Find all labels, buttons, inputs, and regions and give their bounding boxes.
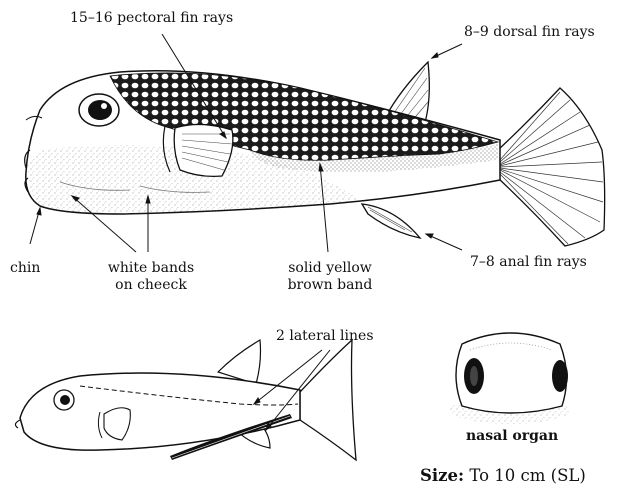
anal-fin <box>362 204 420 238</box>
label-yellow-band-line1: solid yellow <box>270 260 390 277</box>
label-yellow-band-line2: brown band <box>270 277 390 294</box>
label-lateral-lines: 2 lateral lines <box>276 328 374 345</box>
label-anal-fin-rays: 7–8 anal fin rays <box>470 254 587 271</box>
caudal-fin <box>498 88 605 246</box>
label-white-bands-line2: on cheeck <box>96 277 206 294</box>
small-fish <box>15 340 356 460</box>
label-pectoral-fin-rays: 15–16 pectoral fin rays <box>70 10 233 27</box>
label-white-bands-line1: white bands <box>96 260 206 277</box>
size-value: To 10 cm (SL) <box>469 466 585 485</box>
main-fish <box>25 62 605 246</box>
label-dorsal-fin-rays: 8–9 dorsal fin rays <box>464 24 595 41</box>
size-prefix: Size: <box>420 466 464 485</box>
label-nasal-organ: nasal organ <box>466 428 558 445</box>
eye <box>79 94 119 126</box>
size-caption: Size: To 10 cm (SL) <box>420 466 586 485</box>
label-yellow-brown-band: solid yellow brown band <box>270 260 390 294</box>
label-white-bands: white bands on cheeck <box>96 260 206 294</box>
label-chin: chin <box>10 260 40 277</box>
nasal-organ-illustration <box>450 333 570 424</box>
